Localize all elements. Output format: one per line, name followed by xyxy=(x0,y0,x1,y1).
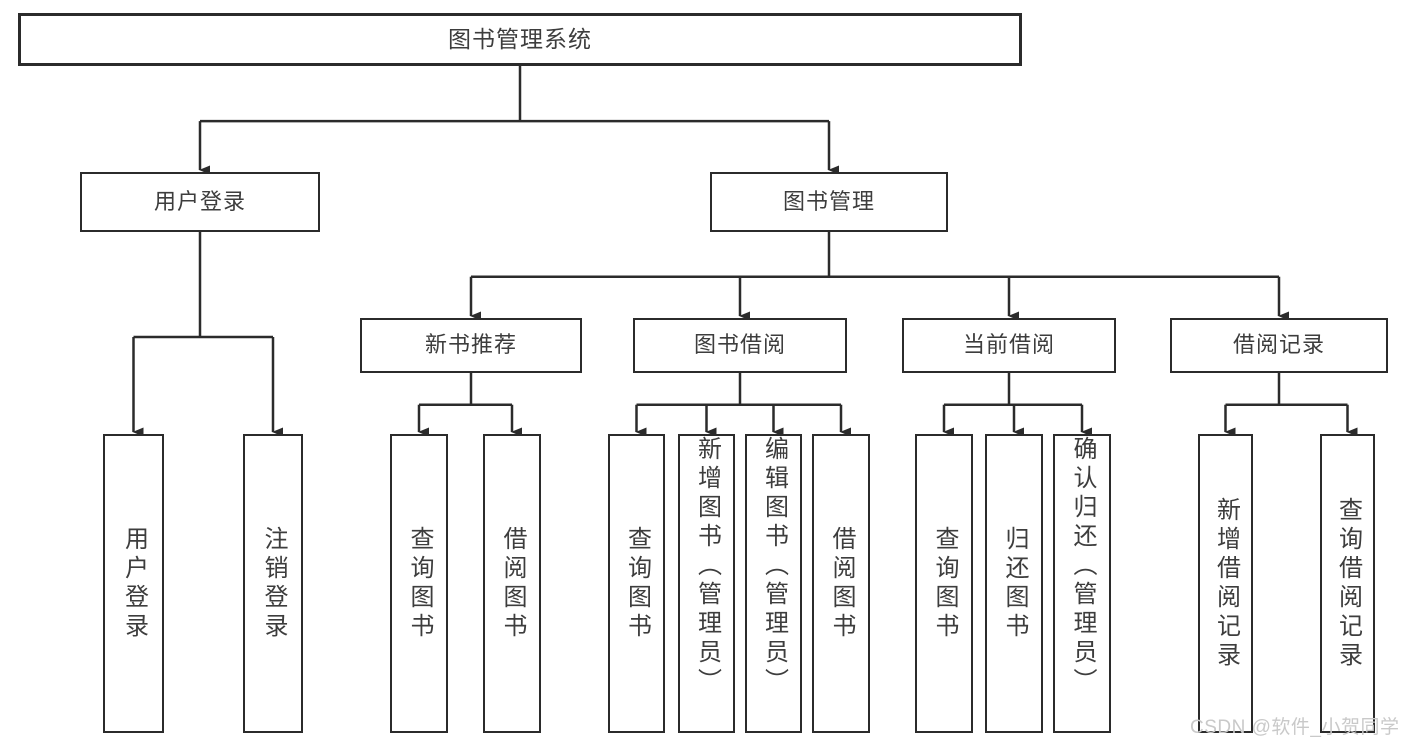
node-label-l-edit: 编辑图书（管理员） xyxy=(760,436,788,697)
node-label-login: 用户登录 xyxy=(153,188,246,214)
node-label-records: 借阅记录 xyxy=(1232,332,1325,358)
node-l-q2[interactable]: 查询图书 xyxy=(608,434,665,733)
node-l-confirm[interactable]: 确认归还（管理员） xyxy=(1053,434,1111,733)
node-label-l-q3: 查询图书 xyxy=(931,525,958,642)
node-label-l-return: 归还图书 xyxy=(1001,525,1028,642)
node-label-bookmgmt: 图书管理 xyxy=(782,188,875,214)
watermark-text: CSDN @软件_小贺同学 xyxy=(1190,717,1400,738)
node-label-l-qrec: 查询借阅记录 xyxy=(1334,496,1362,671)
node-bookmgmt[interactable]: 图书管理 xyxy=(710,172,948,232)
node-records[interactable]: 借阅记录 xyxy=(1170,318,1388,373)
node-l-b2[interactable]: 借阅图书 xyxy=(812,434,870,733)
node-l-b1[interactable]: 借阅图书 xyxy=(483,434,541,733)
node-l-add[interactable]: 新增图书（管理员） xyxy=(678,434,735,733)
node-label-l-b1: 借阅图书 xyxy=(499,525,526,642)
node-newrec[interactable]: 新书推荐 xyxy=(360,318,582,373)
node-label-l-add: 新增图书（管理员） xyxy=(693,436,721,697)
node-label-l-logout: 注销登录 xyxy=(260,525,287,642)
node-label-current: 当前借阅 xyxy=(962,332,1055,358)
node-l-q3[interactable]: 查询图书 xyxy=(915,434,973,733)
node-label-borrow: 图书借阅 xyxy=(693,332,786,358)
node-l-q1[interactable]: 查询图书 xyxy=(390,434,448,733)
node-label-l-b2: 借阅图书 xyxy=(828,525,855,642)
node-l-addrec[interactable]: 新增借阅记录 xyxy=(1198,434,1253,733)
node-label-l-confirm: 确认归还（管理员） xyxy=(1069,436,1096,697)
node-label-l-addrec: 新增借阅记录 xyxy=(1212,496,1240,671)
node-l-edit[interactable]: 编辑图书（管理员） xyxy=(745,434,802,733)
node-root[interactable]: 图书管理系统 xyxy=(18,13,1022,66)
node-l-qrec[interactable]: 查询借阅记录 xyxy=(1320,434,1375,733)
node-l-return[interactable]: 归还图书 xyxy=(985,434,1043,733)
node-label-l-q2: 查询图书 xyxy=(623,525,651,642)
node-label-newrec: 新书推荐 xyxy=(424,332,517,358)
node-label-root: 图书管理系统 xyxy=(448,25,592,52)
node-label-l-login: 用户登录 xyxy=(120,525,148,642)
node-borrow[interactable]: 图书借阅 xyxy=(633,318,847,373)
node-l-logout[interactable]: 注销登录 xyxy=(243,434,303,733)
node-login[interactable]: 用户登录 xyxy=(80,172,320,232)
node-label-l-q1: 查询图书 xyxy=(406,525,433,642)
node-current[interactable]: 当前借阅 xyxy=(902,318,1116,373)
node-l-login[interactable]: 用户登录 xyxy=(103,434,164,733)
